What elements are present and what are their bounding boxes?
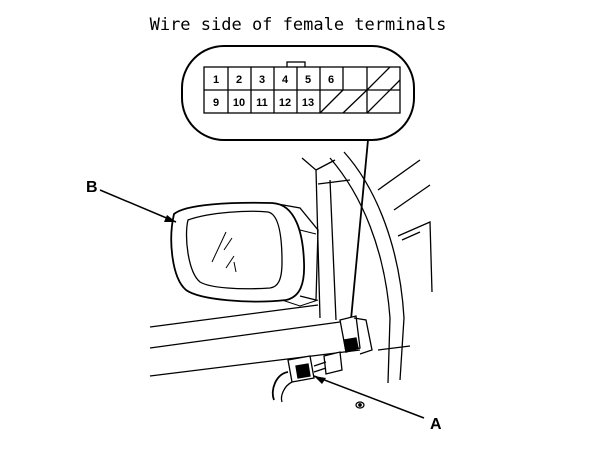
callout-b-label: B — [86, 179, 98, 196]
connector-leader-line — [349, 139, 369, 331]
connector-face — [181, 45, 415, 141]
terminal-5-label: 5 — [305, 74, 311, 86]
door-frame — [301, 151, 433, 384]
terminal-3-label: 3 — [259, 74, 265, 86]
door-panel — [149, 304, 411, 377]
connector-outline — [181, 45, 415, 141]
callout-a-leader — [313, 375, 425, 419]
callout-b-leader — [99, 189, 177, 223]
terminal-2-label: 2 — [236, 74, 242, 86]
harness-connector — [271, 315, 373, 409]
diagram-title: Wire side of female terminals — [150, 15, 447, 35]
mirror-assembly — [170, 201, 319, 307]
terminal-10-label: 10 — [233, 97, 245, 109]
terminal-13-label: 13 — [302, 97, 314, 109]
callout-a-label: A — [430, 416, 442, 433]
callout-b-arrowhead — [164, 215, 176, 222]
terminal-1-label: 1 — [213, 74, 219, 86]
terminal-12-label: 12 — [279, 97, 291, 109]
terminal-11-label: 11 — [256, 97, 268, 109]
terminal-grid — [203, 66, 401, 114]
callout-a-arrowhead — [314, 376, 326, 384]
mirror-glass — [185, 210, 283, 290]
terminal-6-label: 6 — [328, 74, 334, 86]
mirror-reflection-mark — [211, 231, 237, 273]
terminal-labels: 1 2 3 4 5 6 9 10 11 12 13 — [213, 74, 334, 109]
terminal-9-label: 9 — [213, 97, 219, 109]
terminal-4-label: 4 — [282, 74, 289, 86]
